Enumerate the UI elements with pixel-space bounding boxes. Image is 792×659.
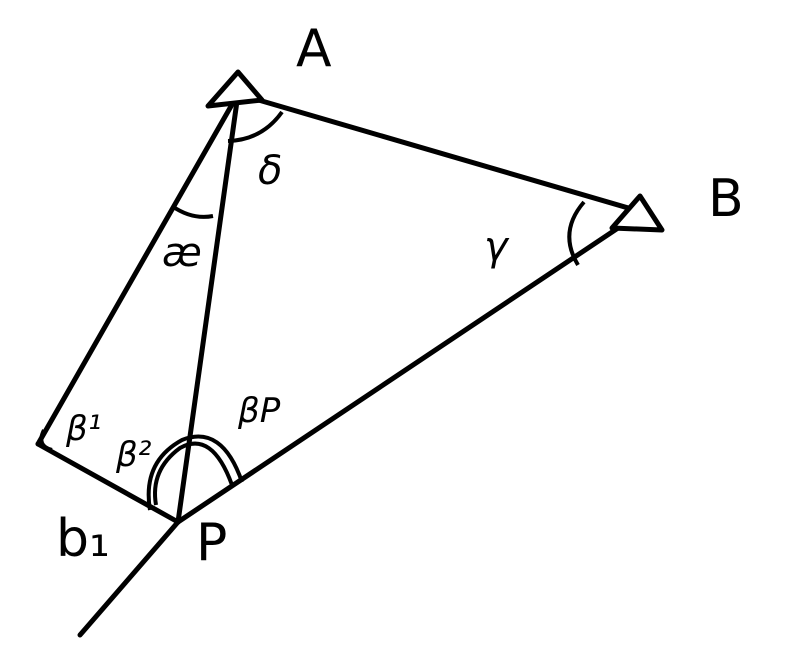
line-b1-p bbox=[35, 441, 181, 525]
angle-betaP-arc-inner bbox=[153, 441, 234, 506]
angle-label-beta1: β¹ bbox=[65, 409, 101, 449]
angle-b1-arc bbox=[39, 429, 53, 452]
point-label-p: P bbox=[196, 513, 227, 573]
point-label-b1: b₁ bbox=[56, 509, 110, 569]
point-label-a: A bbox=[296, 19, 332, 79]
angle-label-delta: δ bbox=[258, 148, 282, 194]
line-b1-a bbox=[35, 91, 241, 447]
line-p-b bbox=[175, 209, 645, 525]
angle-kappa-arc bbox=[170, 204, 214, 219]
angle-betaP-arc-outer bbox=[146, 434, 244, 511]
angle-delta-arc bbox=[227, 110, 284, 143]
line-a-b bbox=[235, 91, 645, 215]
station-a-triangle-icon bbox=[205, 69, 265, 109]
angle-label-betaP: βP bbox=[237, 391, 281, 431]
line-p-extension bbox=[77, 519, 181, 638]
angle-label-gamma: γ bbox=[484, 224, 510, 270]
station-b-triangle-icon bbox=[609, 193, 665, 233]
angle-label-beta2: β² bbox=[115, 435, 152, 475]
line-p-a bbox=[175, 91, 241, 525]
angle-gamma-arc bbox=[567, 200, 586, 267]
angle-label-kappa: æ bbox=[162, 230, 202, 276]
point-label-b: B bbox=[708, 169, 744, 229]
